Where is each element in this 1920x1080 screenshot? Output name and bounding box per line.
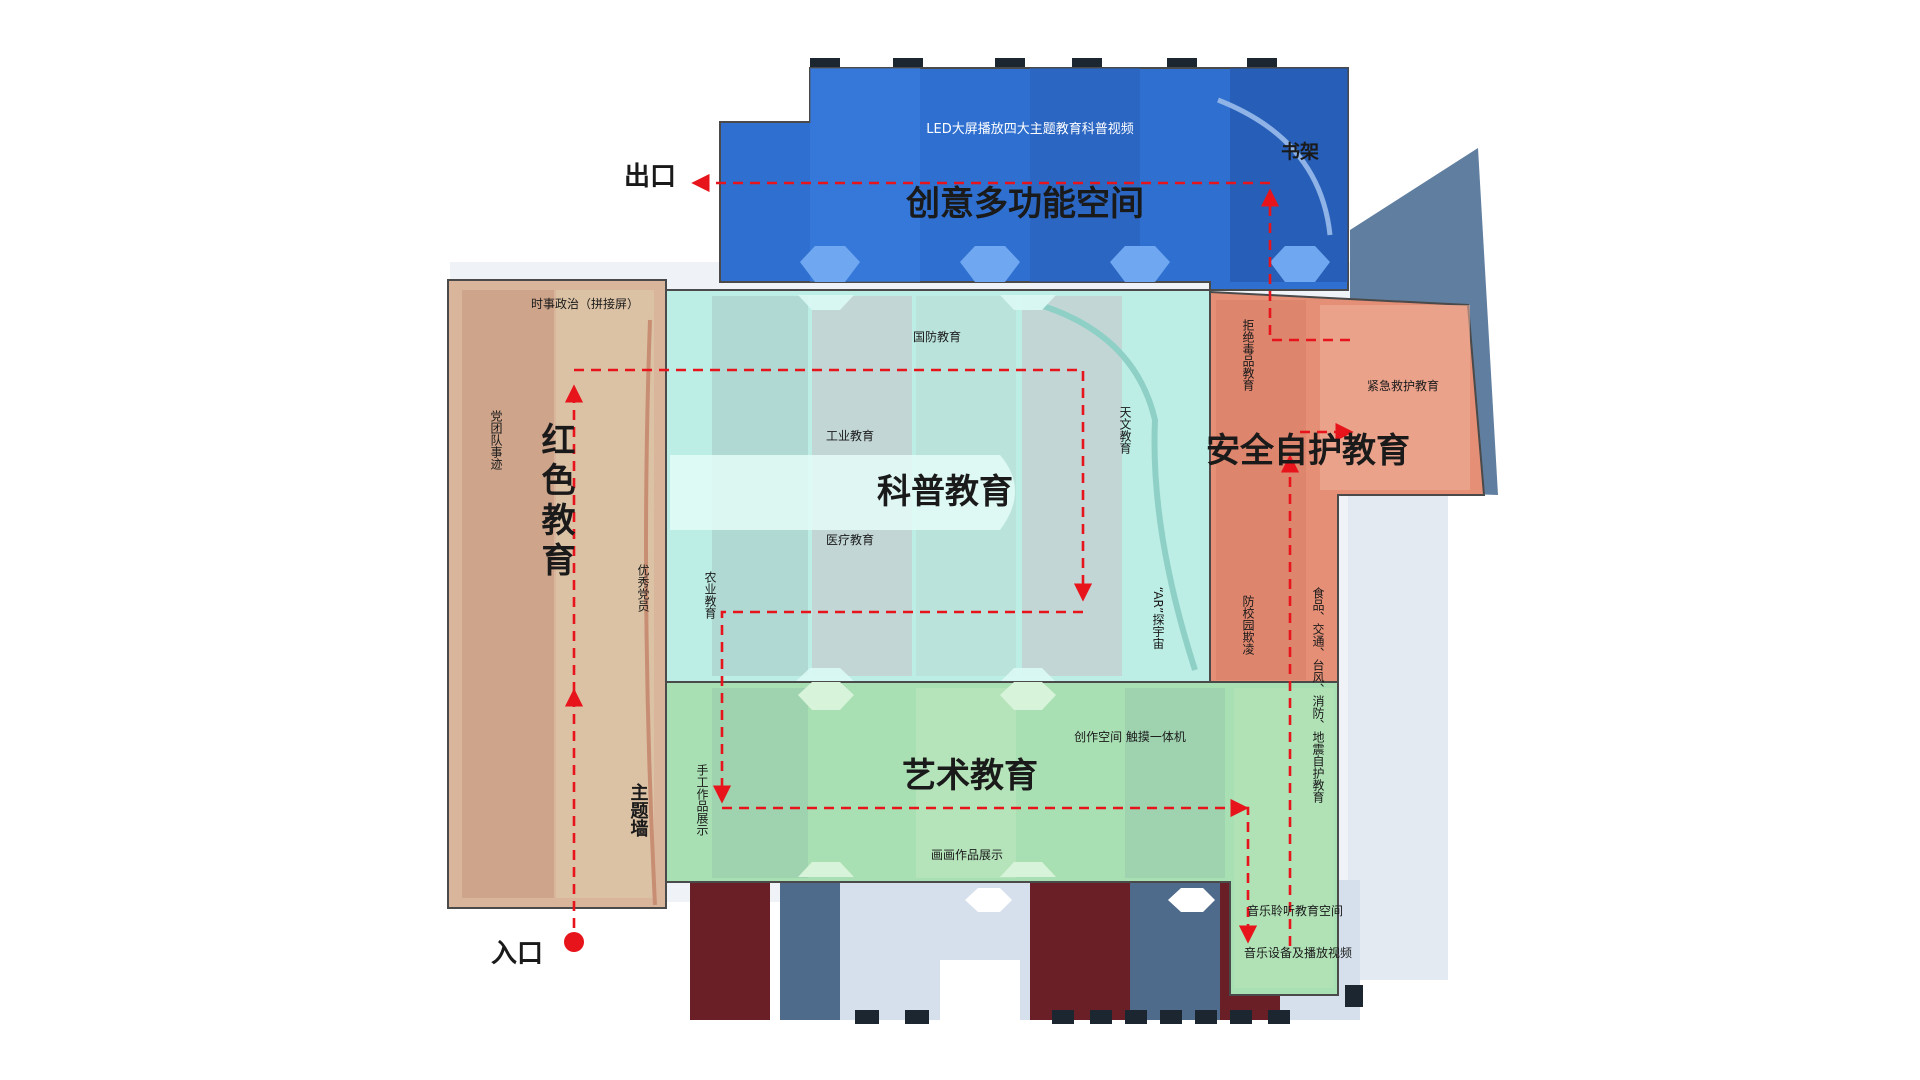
entrance-label: 入口 — [491, 939, 543, 969]
national-defense-label: 国防教育 — [913, 329, 961, 344]
creation-space-label: 创作空间 触摸一体机 — [1074, 730, 1186, 744]
anti-bullying-label: 防校园欺凌 — [1241, 594, 1255, 655]
zone-art — [665, 681, 1339, 996]
led-screen-label: LED大屏播放四大主题教育科普视频 — [926, 121, 1133, 137]
route-arrow — [1238, 806, 1258, 944]
route-arrow — [712, 610, 1083, 804]
zone-science — [665, 289, 1211, 683]
refuse-drugs-label: 拒绝毒品教育 — [1241, 319, 1255, 392]
route-arrow — [1260, 188, 1350, 342]
entrance-dot — [564, 932, 584, 952]
handcraft-label: 手工作品展示 — [695, 764, 709, 836]
creative-zone-title: 创意多功能空间 — [905, 184, 1144, 224]
music-space-label: 音乐聆听教育空间 — [1247, 903, 1343, 918]
outstanding-members-label: 优秀党员 — [636, 564, 650, 613]
zone-safety — [1209, 290, 1486, 683]
bookshelf-label: 书架 — [1281, 141, 1319, 163]
first-aid-label: 紧急救护教育 — [1367, 378, 1439, 393]
art-zone-title: 艺术教育 — [902, 756, 1038, 796]
agriculture-label: 农业教育 — [703, 571, 717, 620]
medical-label: 医疗教育 — [826, 532, 874, 547]
party-history-label: 党团队事迹 — [489, 409, 503, 470]
science-zone-title: 科普教育 — [877, 472, 1013, 512]
ar-universe-label: “AR”探宇宙 — [1151, 587, 1165, 650]
astronomy-label: 天文教育 — [1118, 406, 1132, 455]
safety-zone-title: 安全自护教育 — [1206, 431, 1410, 471]
paintings-label: 画画作品展示 — [931, 848, 1003, 862]
exit-label: 出口 — [624, 162, 676, 192]
theme-wall-label: 主题墙 — [628, 782, 649, 838]
self-protection-label: 食品、交通、台风、消防、地震自护教育 — [1311, 586, 1325, 804]
music-equipment-label: 音乐设备及播放视频 — [1244, 945, 1352, 960]
industry-label: 工业教育 — [826, 428, 874, 443]
current-affairs-label: 时事政治（拼接屏） — [531, 296, 639, 311]
zone-creative — [719, 67, 1349, 291]
red-zone-title: 红色教育 — [535, 422, 575, 582]
visitor-route — [564, 173, 1354, 946]
